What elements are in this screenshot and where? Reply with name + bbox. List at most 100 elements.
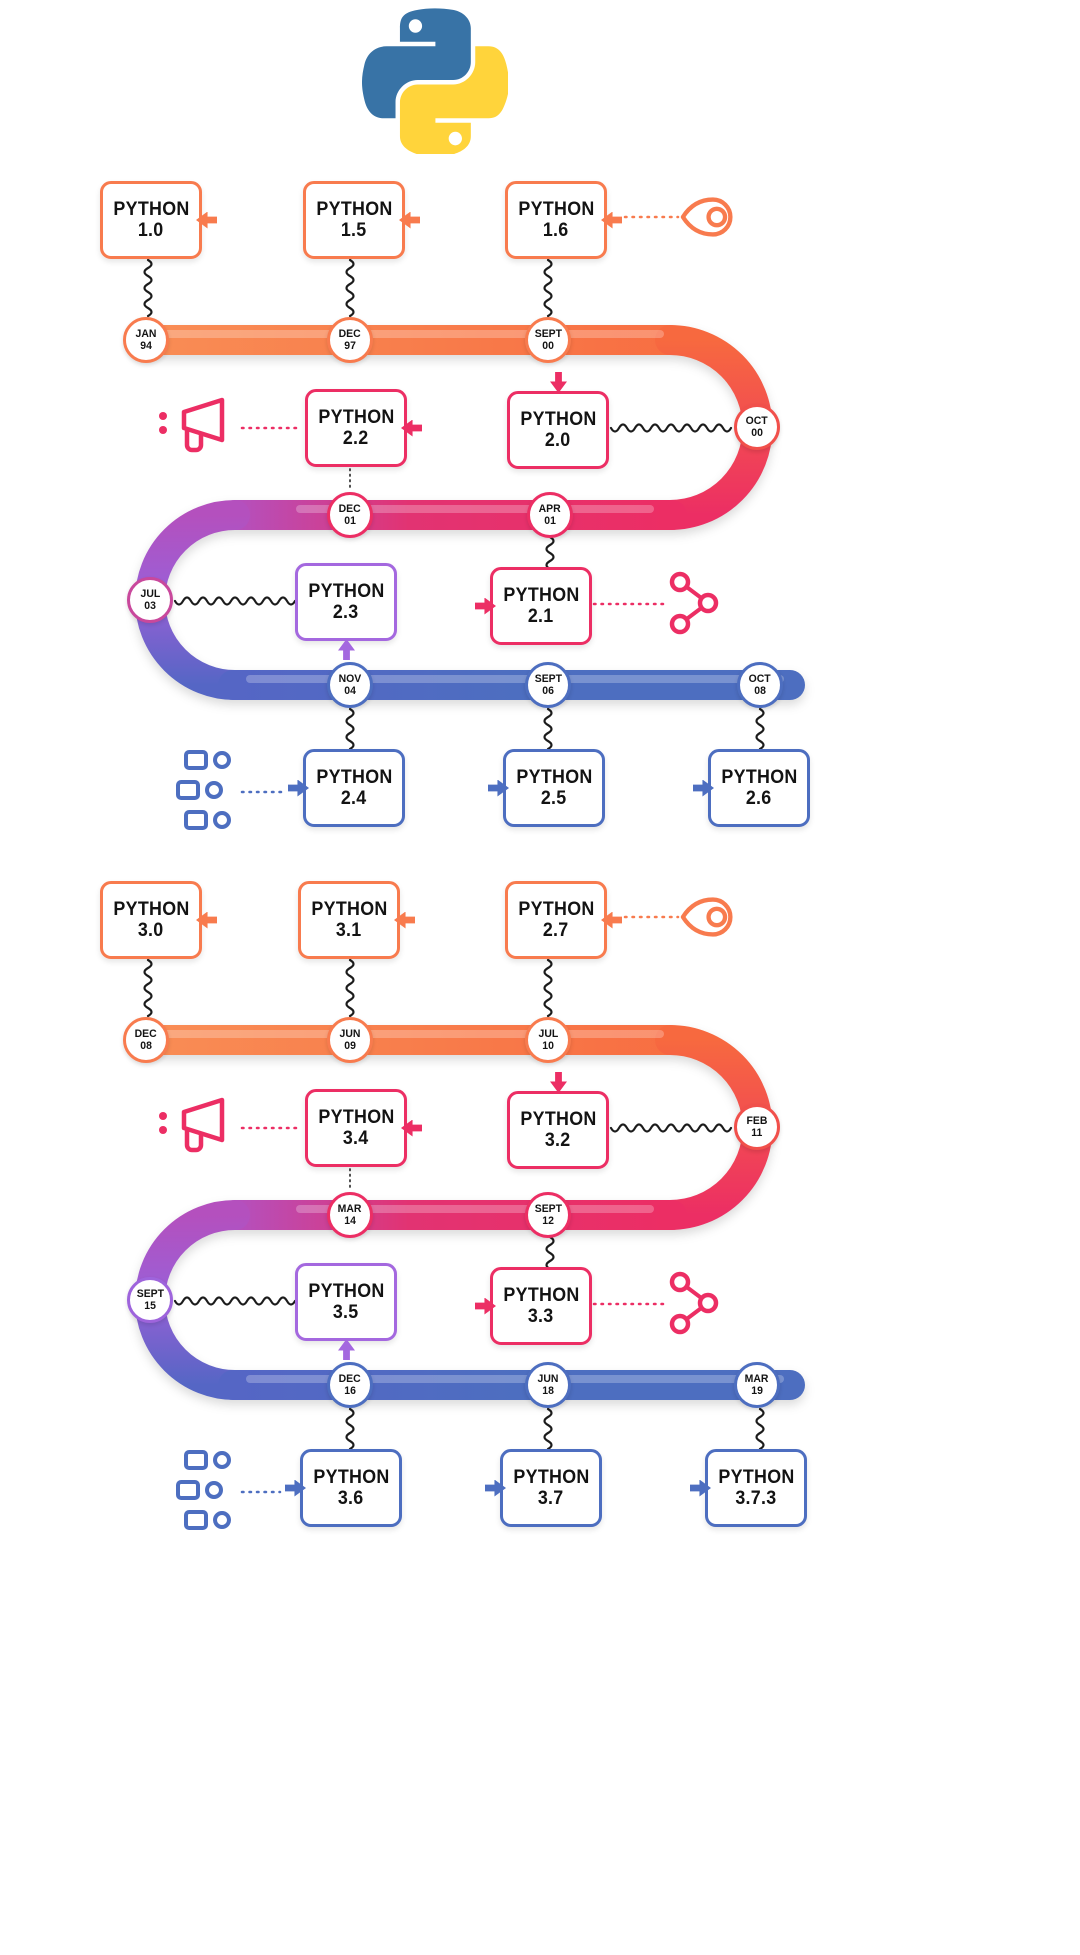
version-box-number: 2.1 xyxy=(528,606,554,627)
date-month: OCT xyxy=(748,672,772,685)
version-box-python-2-4: PYTHON 2.4 xyxy=(303,749,405,827)
version-box-title: PYTHON xyxy=(317,406,395,428)
date-month: JUL xyxy=(538,1027,558,1040)
version-box-number: 3.7.3 xyxy=(735,1488,777,1509)
connector-3-2 xyxy=(609,1123,733,1133)
date-year: 15 xyxy=(144,1300,156,1312)
date-marker-dec-01: DEC 01 xyxy=(327,492,373,538)
version-box-title: PYTHON xyxy=(317,1106,395,1128)
connector-3-0 xyxy=(143,958,153,1018)
version-box-python-3-0: PYTHON 3.0 xyxy=(100,881,217,959)
date-month: SEPT xyxy=(534,327,562,340)
date-month: APR xyxy=(538,502,562,515)
version-box-number: 1.6 xyxy=(543,220,569,241)
version-box-title: PYTHON xyxy=(517,898,595,920)
date-year: 12 xyxy=(542,1215,554,1227)
date-marker-feb-11: FEB 11 xyxy=(734,1104,780,1150)
version-box-title: PYTHON xyxy=(310,898,388,920)
version-box-python-1-0: PYTHON 1.0 xyxy=(100,181,217,259)
date-month: OCT xyxy=(745,414,769,427)
date-marker-sept-00: SEPT 00 xyxy=(525,317,571,363)
version-box-title: PYTHON xyxy=(315,766,393,788)
date-marker-oct-08: OCT 08 xyxy=(737,662,783,708)
version-box-python-1-6: PYTHON 1.6 xyxy=(505,181,622,259)
connector-2-3 xyxy=(173,596,297,606)
location-pin-icon xyxy=(680,897,733,937)
date-year: 14 xyxy=(344,1215,356,1227)
date-year: 01 xyxy=(344,515,356,527)
date-year: 09 xyxy=(344,1040,356,1052)
version-box-title: PYTHON xyxy=(315,198,393,220)
date-marker-dec-97: DEC 97 xyxy=(327,317,373,363)
connector-3-7-3 xyxy=(755,1407,765,1451)
date-month: JAN xyxy=(135,327,157,340)
version-box-number: 1.5 xyxy=(341,220,367,241)
date-year: 10 xyxy=(542,1040,554,1052)
date-marker-dec-16: DEC 16 xyxy=(327,1362,373,1408)
date-month: SEPT xyxy=(534,672,562,685)
version-box-python-3-5: PYTHON 3.5 xyxy=(295,1263,397,1341)
timeline-ribbon-section-1 xyxy=(130,325,805,700)
date-marker-sept-15: SEPT 15 xyxy=(127,1277,173,1323)
date-marker-apr-01: APR 01 xyxy=(527,492,573,538)
date-month: DEC xyxy=(338,327,362,340)
version-box-title: PYTHON xyxy=(515,766,593,788)
date-year: 06 xyxy=(542,685,554,697)
team-icon xyxy=(176,1450,231,1530)
date-marker-dec-08: DEC 08 xyxy=(123,1017,169,1063)
connector-1-5 xyxy=(345,258,355,318)
version-box-number: 3.7 xyxy=(538,1488,564,1509)
version-box-title: PYTHON xyxy=(502,1284,580,1306)
version-box-python-3-4: PYTHON 3.4 xyxy=(305,1089,422,1167)
share-network-icon xyxy=(669,1271,719,1335)
date-year: 08 xyxy=(140,1040,152,1052)
version-box-python-3-2: PYTHON 3.2 xyxy=(507,1091,609,1169)
connector-3-3 xyxy=(545,1235,555,1271)
version-box-title: PYTHON xyxy=(720,766,798,788)
version-box-title: PYTHON xyxy=(512,1466,590,1488)
version-box-python-2-7: PYTHON 2.7 xyxy=(505,881,622,959)
date-month: JUL xyxy=(140,587,160,600)
version-box-number: 3.0 xyxy=(138,920,164,941)
version-box-number: 2.4 xyxy=(341,788,367,809)
version-box-number: 3.5 xyxy=(333,1302,359,1323)
version-box-number: 2.6 xyxy=(746,788,772,809)
date-month: SEPT xyxy=(136,1287,164,1300)
squiggle-connectors xyxy=(143,258,765,1451)
version-box-python-3-7-3: PYTHON 3.7.3 xyxy=(705,1449,807,1527)
share-network-icon xyxy=(669,571,719,635)
connector-3-6 xyxy=(345,1407,355,1451)
version-box-number: 2.3 xyxy=(333,602,359,623)
version-box-python-2-5: PYTHON 2.5 xyxy=(503,749,605,827)
date-marker-jan-94: JAN 94 xyxy=(123,317,169,363)
version-box-python-3-3: PYTHON 3.3 xyxy=(490,1267,592,1345)
version-box-title: PYTHON xyxy=(519,1108,597,1130)
connector-2-6 xyxy=(755,707,765,751)
date-year: 04 xyxy=(344,685,356,697)
date-year: 19 xyxy=(751,1385,763,1397)
version-box-python-2-3: PYTHON 2.3 xyxy=(295,563,397,641)
version-box-python-3-1: PYTHON 3.1 xyxy=(298,881,415,959)
date-year: 00 xyxy=(751,427,763,439)
location-pin-icon xyxy=(680,197,733,237)
date-year: 11 xyxy=(751,1127,763,1139)
date-marker-mar-19: MAR 19 xyxy=(734,1362,780,1408)
version-box-title: PYTHON xyxy=(312,1466,390,1488)
version-box-number: 3.2 xyxy=(545,1130,571,1151)
version-box-python-3-6: PYTHON 3.6 xyxy=(300,1449,402,1527)
connector-2-1 xyxy=(545,535,555,571)
version-box-number: 2.2 xyxy=(343,428,369,449)
date-month: MAR xyxy=(338,1202,362,1215)
megaphone-icon xyxy=(159,397,225,453)
date-marker-jun-18: JUN 18 xyxy=(525,1362,571,1408)
date-month: DEC xyxy=(134,1027,158,1040)
connector-2-0 xyxy=(609,423,733,433)
version-box-number: 2.7 xyxy=(543,920,569,941)
version-box-title: PYTHON xyxy=(502,584,580,606)
date-month: FEB xyxy=(746,1114,768,1127)
date-year: 01 xyxy=(544,515,556,527)
team-icon xyxy=(176,750,231,830)
date-marker-nov-04: NOV 04 xyxy=(327,662,373,708)
connector-3-5 xyxy=(173,1296,297,1306)
